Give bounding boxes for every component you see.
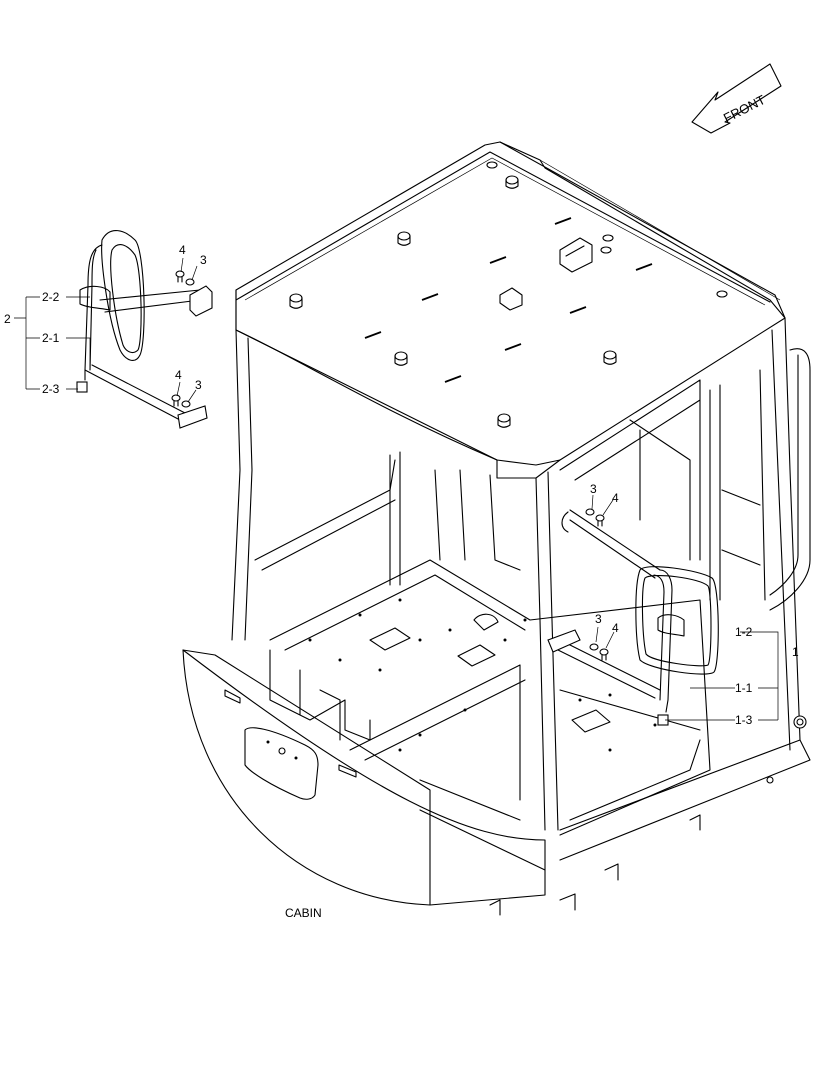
callout-left-upper-4: 4 xyxy=(179,243,186,257)
callout-right-upper-3: 3 xyxy=(590,482,597,496)
callout-1-3: 1-3 xyxy=(735,713,753,727)
callout-labels: 2 2-2 2-1 2-3 4 3 4 3 3 4 3 4 1-2 1-1 1-… xyxy=(4,243,799,727)
callout-right-lower-4: 4 xyxy=(612,621,619,635)
callout-1-1: 1-1 xyxy=(735,681,753,695)
left-mirror-assembly xyxy=(76,230,213,429)
right-mirror-assembly xyxy=(547,508,719,726)
callout-1: 1 xyxy=(792,645,799,659)
callout-right-lower-3: 3 xyxy=(595,612,602,626)
front-label: FRONT xyxy=(721,92,768,126)
callout-right-upper-4: 4 xyxy=(612,491,619,505)
callout-2-3: 2-3 xyxy=(42,382,60,396)
callout-1-2: 1-2 xyxy=(735,625,753,639)
callout-left-upper-3: 3 xyxy=(200,253,207,267)
front-panel xyxy=(182,649,546,906)
diagram-title: CABIN xyxy=(285,906,322,920)
cabin-roof xyxy=(235,141,786,479)
callout-2: 2 xyxy=(4,312,11,326)
front-arrow: FRONT xyxy=(691,63,782,134)
callout-left-lower-3: 3 xyxy=(195,378,202,392)
callout-2-1: 2-1 xyxy=(42,331,60,345)
callout-left-lower-4: 4 xyxy=(175,368,182,382)
cabin-frame xyxy=(231,317,811,916)
callout-2-2: 2-2 xyxy=(42,290,60,304)
leader-lines xyxy=(14,257,779,721)
